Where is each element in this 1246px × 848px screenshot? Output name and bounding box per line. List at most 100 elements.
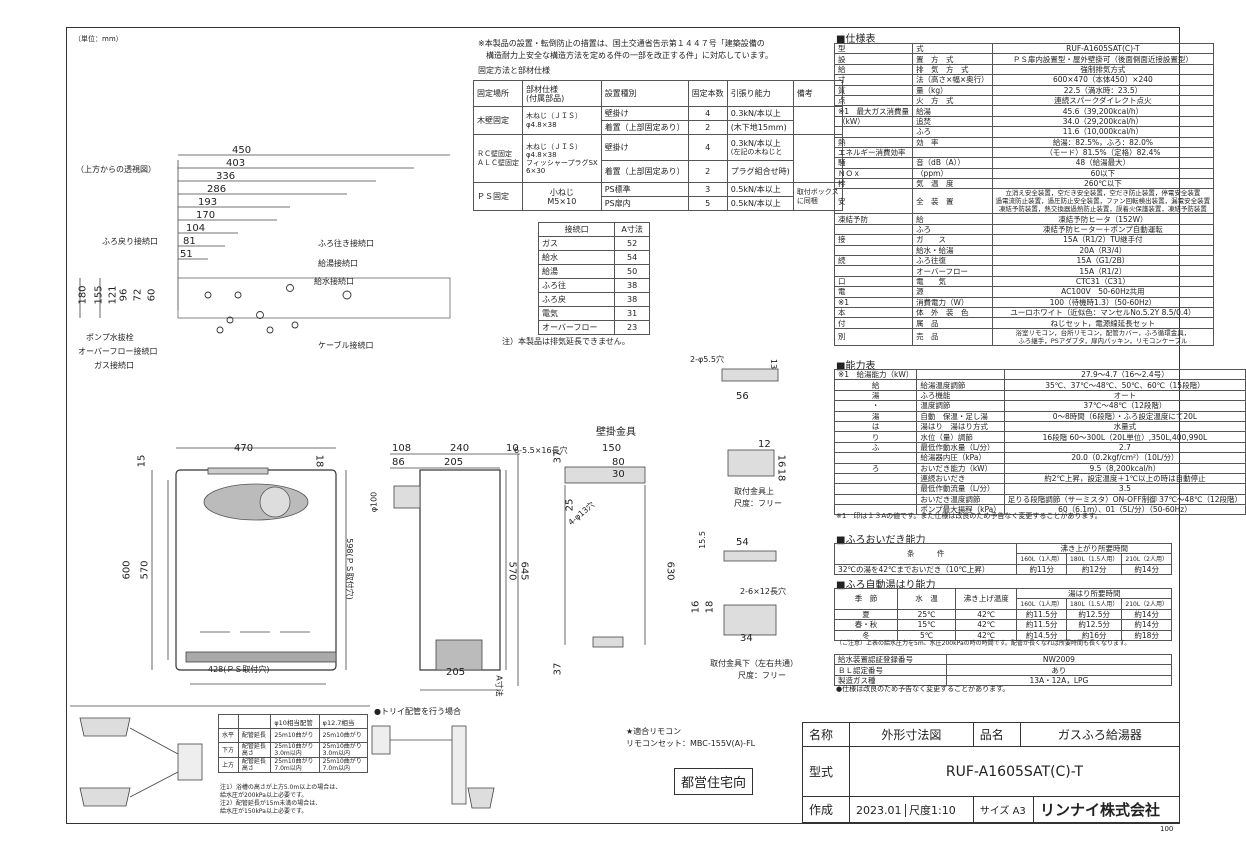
spec-row-label: ※1 最大ガス消費量 [833, 105, 914, 117]
spec-row-sub: 式 [912, 42, 993, 55]
ability-row: おいだき温度調節足りる段階調節（サーミスタ）ON-OFF制御 37℃〜48℃（1… [833, 493, 1246, 506]
bracket-h4: 37 [552, 662, 564, 676]
dim-180: 180 [77, 285, 89, 305]
spec-row-sub: 効 率 [912, 136, 993, 148]
bracket-drawing [564, 466, 646, 648]
spec-row-value: 立消え安全装置，空だき安全装置，空だき防止装置，停電安全装置 過電流防止装置，過… [991, 188, 1215, 215]
spec-row-value: 600×470（本体450）×240 [991, 74, 1215, 86]
remote-value: リモコンセット：MBC-155V(A)-FL [626, 739, 756, 748]
ability-row-value: 20.0（0.2kgf/cm²）（10L/分） [1003, 452, 1246, 464]
conn-r5-k: 電気 [537, 306, 616, 321]
fit-bottom-d4: 18 [704, 600, 716, 614]
yuhari-cell: 約12.5分 [1066, 608, 1123, 621]
tb-model-label: 型式 [802, 746, 850, 797]
ability-row-sub [916, 368, 1005, 381]
trap-note: ●トリイ配管を行う場合 [374, 707, 461, 716]
spec-row: 凍結予防給凍結予防ヒータ（152W） [833, 213, 1215, 225]
spec-row-sub: 給湯 [912, 105, 993, 117]
ability-row-value: オート [1003, 389, 1246, 402]
spec-row-value: 連続スパークダイレクト点火 [991, 94, 1215, 107]
spec-row-label [833, 244, 914, 257]
spec-row-sub: 売 品 [912, 327, 993, 346]
side-a: A寸法 [494, 675, 504, 697]
ability-row-value: 0〜8時間（6段階）・ふろ設定温度にて20L [1003, 410, 1246, 422]
pipe-header [237, 714, 272, 729]
pipe-cell: 25m10曲がり 3.0m以内 [270, 742, 320, 758]
ability-row-value: 37℃〜48℃（12段階） [1003, 400, 1246, 412]
supply-port [342, 290, 352, 300]
stamp: 都営住宅向 [674, 768, 754, 795]
yuhari-cell: 約14分 [1121, 619, 1172, 631]
spec-row: 質量（kg）22.5（満水時：23.5） [833, 84, 1215, 96]
pipe-cell: 25m10曲がり 7.0m以内 [318, 757, 369, 773]
ability-row-sub: 水位（量）調節 [916, 431, 1005, 443]
spec-row-sub: 属 品 [912, 317, 993, 329]
ability-row-sub: 給湯器内圧（kPa） [916, 452, 1005, 464]
ability-row: 最低作動流量（L/分）3.5 [833, 483, 1246, 495]
ability-row-label: ・ [833, 400, 918, 412]
fit-top-scale: 尺度：フリー [734, 499, 782, 508]
fix-r2-kind0: PS標準 [600, 182, 689, 197]
spec-row-value: 凍結予防ヒータ（152W） [991, 213, 1215, 225]
fix-r1-p1: (左記の木ねじと [730, 147, 783, 156]
yuhari-table: 季 節水 温沸き上げ温度湯はり所要時間 160L（1人用）180L（1.5人用）… [833, 587, 1172, 641]
tb-size-value: A3 [1012, 806, 1026, 817]
ability-row-label: ※1 給湯能力（kW） [833, 368, 918, 381]
conn-r6-k: オーバーフロー [537, 320, 616, 335]
top-view-title: （上方からの透視図） [76, 165, 156, 174]
conn-r6-v: 23 [614, 320, 650, 335]
install-note-2: 構造耐力上安全な構造方法を定める件の一部を改正する件」に対応しています。 [486, 51, 773, 60]
pipe-note: 注2）配管延長が15m未満の場合は、 [220, 800, 322, 807]
ability-row-label [833, 493, 918, 506]
spec-row-label: 型 [833, 42, 914, 55]
pipe-cell: 配管延長 [237, 728, 272, 743]
pump-drain [226, 316, 234, 324]
side-d3: 86 [392, 457, 405, 468]
side-d4: 205 [444, 457, 464, 468]
spec-row-sub: （ppm） [912, 167, 993, 180]
ability-title: ■能力表 [836, 361, 876, 372]
spec-row-value: 100（待機時1.3）（50-60Hz） [991, 296, 1215, 309]
spec-row-label: 質 [833, 84, 914, 96]
fit-bottom-d2: 54 [736, 537, 749, 548]
ability-row-value: 2.7 [1003, 441, 1246, 454]
fix-h2: 設置種別 [600, 80, 689, 107]
ability-row-value: 約2℃上昇，設定温度＋1℃以上の時は自動停止 [1003, 472, 1246, 485]
spec-row-label: 安 [833, 188, 914, 215]
yuhari-h2: 沸き上げ温度 [955, 588, 1018, 610]
side-view-drawing [390, 453, 520, 691]
ability-row: 湯ふろ機能オート [833, 389, 1246, 402]
yuhari-h3: 湯はり所要時間 [1016, 587, 1172, 600]
spec-row-value: 15A（R1/2） [991, 265, 1215, 277]
yuhari-cell: 約14.5分 [1016, 629, 1068, 641]
exhaust-note: 注）本製品は排気延長できません。 [502, 337, 630, 346]
dim-72: 72 [132, 288, 144, 302]
spec-row-label: 接 [833, 234, 914, 246]
dim-81: 81 [183, 236, 196, 247]
dim-403: 403 [226, 158, 246, 169]
install-note-3: 固定方法と部材仕様 [478, 66, 550, 75]
fit-bottom-d1: 15.5 [697, 531, 707, 549]
spec-row-value: CTC31（C31） [991, 275, 1215, 288]
spec-row-label: 熱 [833, 136, 914, 148]
ability-row: ろおいだき能力（kW）9.5（8,200kcal/h） [833, 462, 1246, 474]
tb-prod-value: ガスふろ給湯器 [1019, 722, 1181, 747]
pipe-note: 注1）浴槽の高さが上方5.0m以上の場合は、 [220, 784, 342, 791]
oidaki-r3: 約14分 [1121, 563, 1172, 576]
fix-r2-p1: 0.5kN/本以上 [726, 196, 794, 211]
ability-row: 給湯器内圧（kPa）20.0（0.2kgf/cm²）（10L/分） [833, 452, 1246, 464]
spec-row-value: 15A（G1/2B） [991, 255, 1215, 267]
side-h1: 570 [506, 561, 518, 581]
pipe-cell: 25m10曲がり 7.0m以内 [270, 757, 320, 773]
fix-r0-p1: (木下地15mm) [726, 120, 794, 135]
